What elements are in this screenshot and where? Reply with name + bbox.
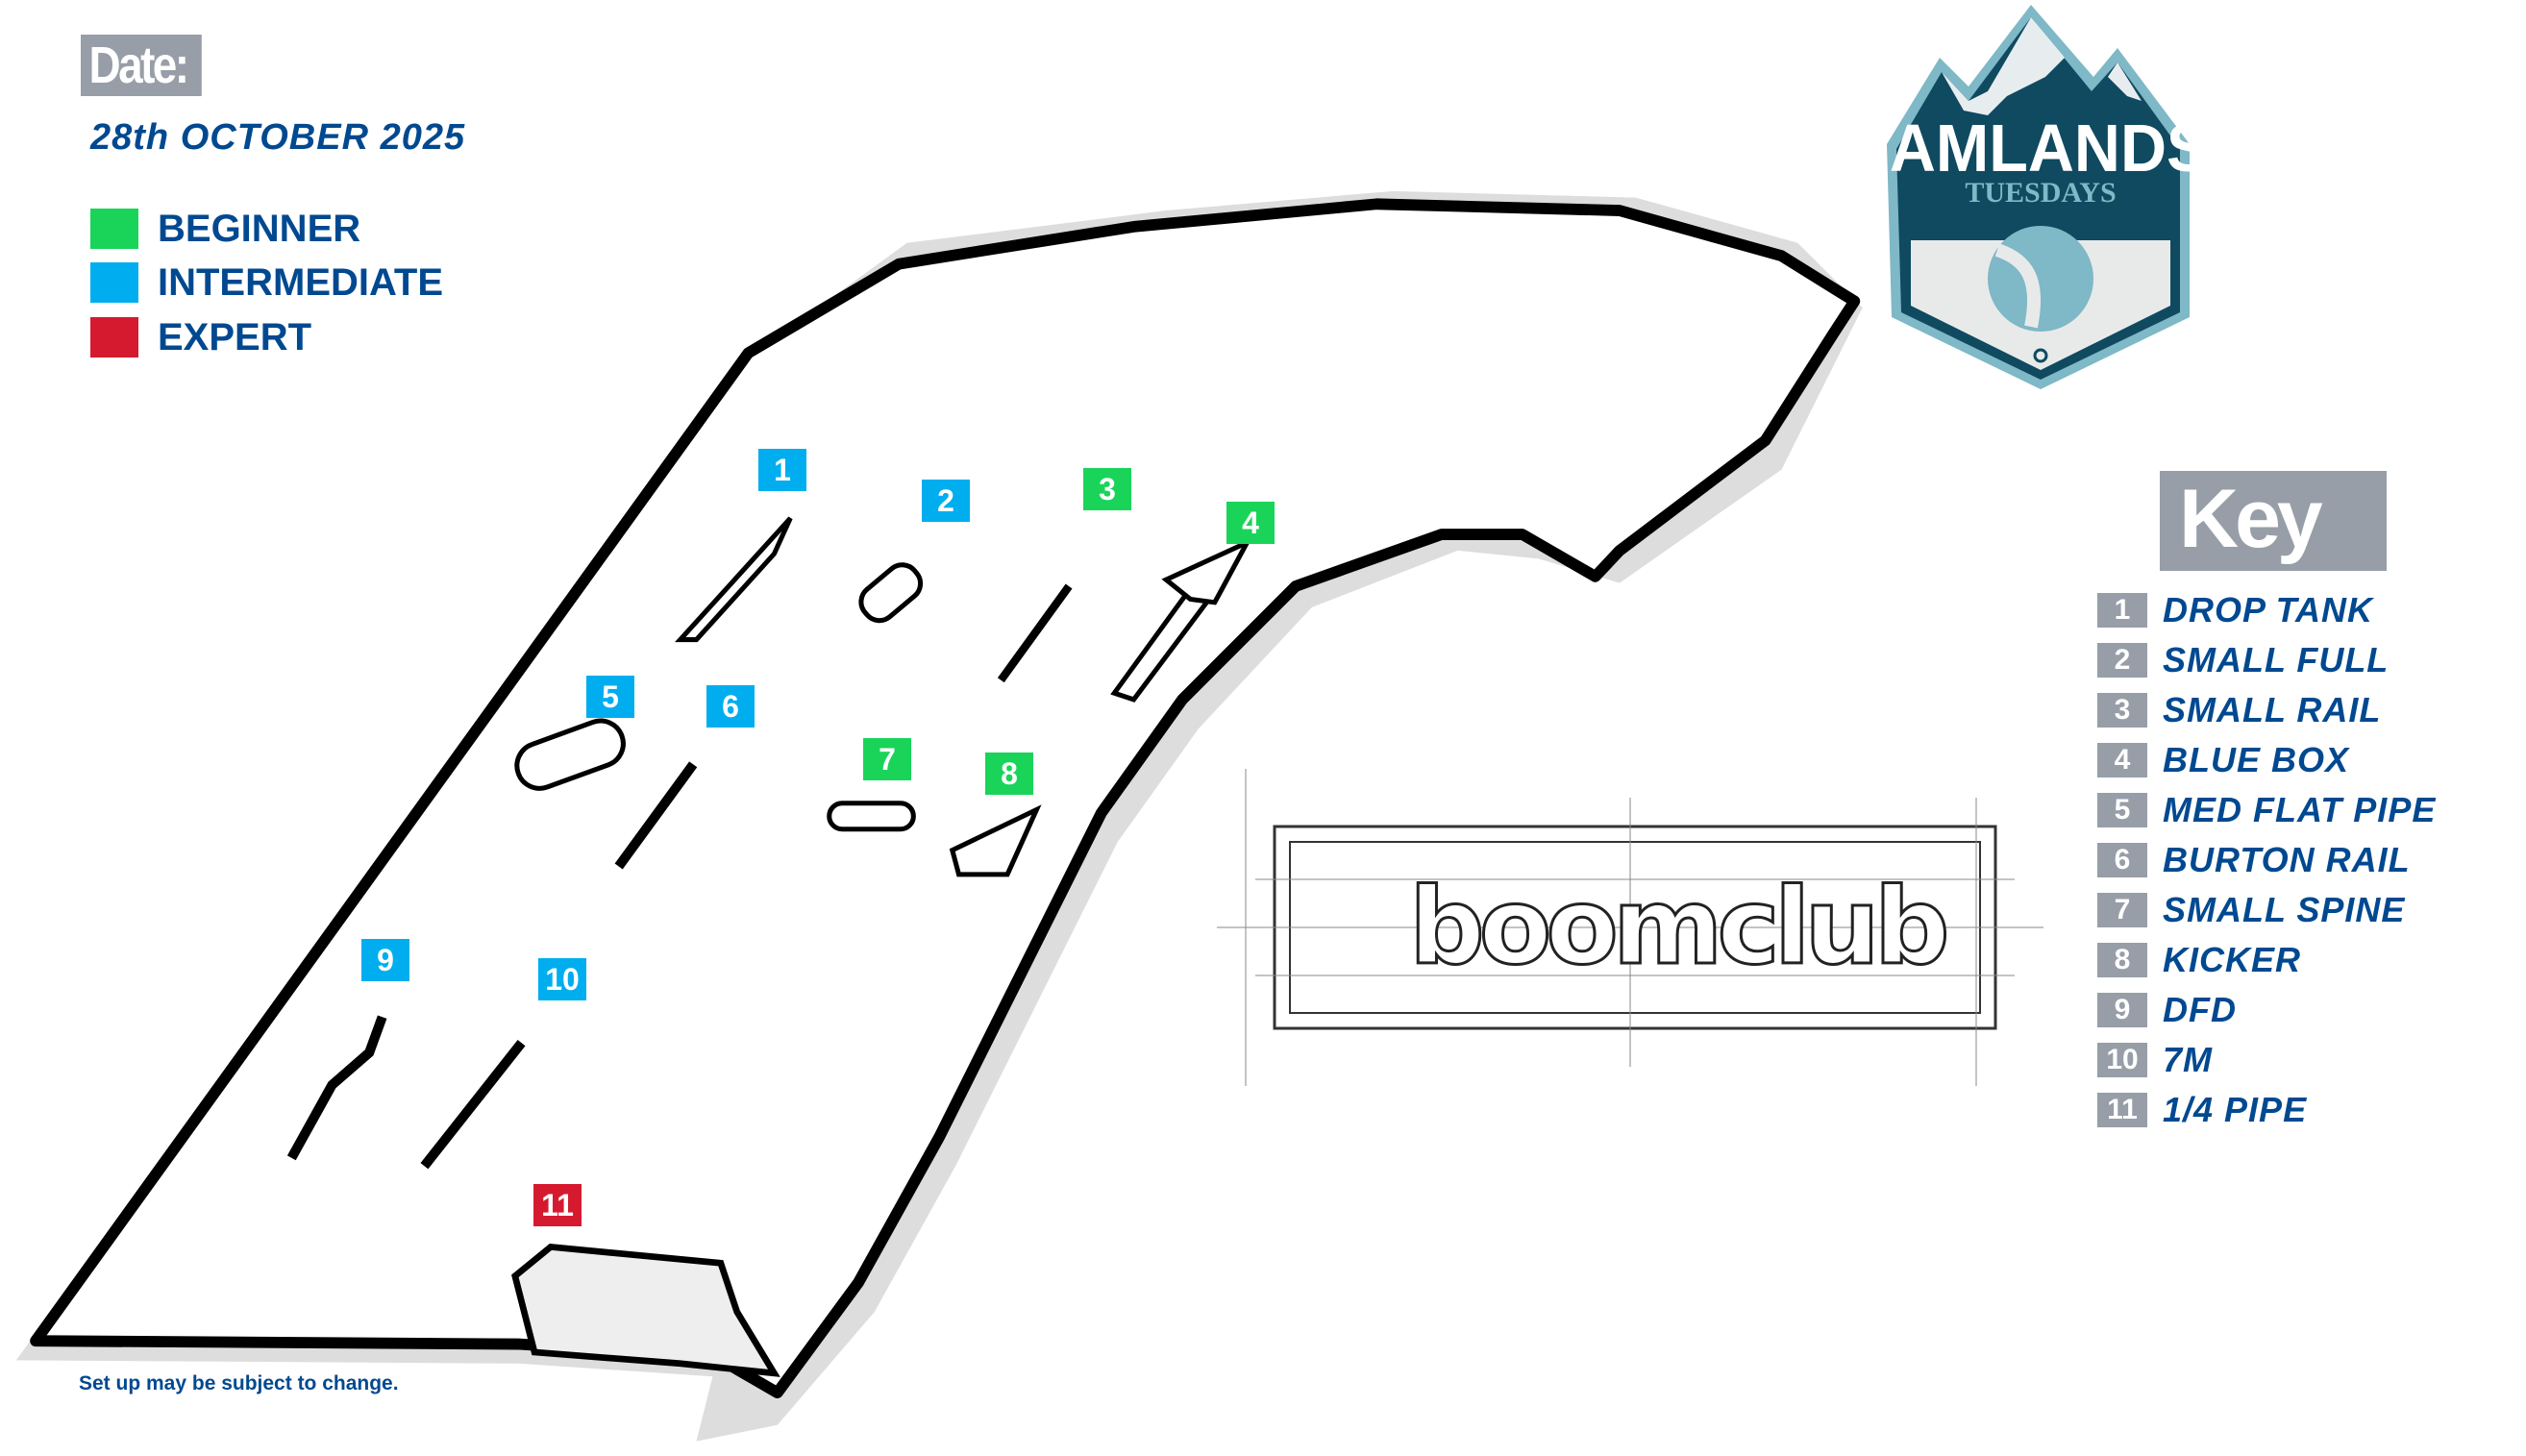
key-number: 10 xyxy=(2097,1043,2147,1077)
legend-label: INTERMEDIATE xyxy=(158,260,444,304)
feature-small-full xyxy=(858,562,924,624)
feature-7m xyxy=(420,1040,526,1170)
expert-swatch xyxy=(90,317,138,358)
feature-burton-rail xyxy=(614,761,698,870)
key-number: 6 xyxy=(2097,843,2147,877)
key-item: 9 DFD xyxy=(2097,988,2237,1032)
marker-5: 5 xyxy=(586,676,634,718)
marker-4: 4 xyxy=(1226,502,1275,544)
key-item: 7 SMALL SPINE xyxy=(2097,888,2405,932)
legend-label: BEGINNER xyxy=(158,207,361,250)
disclaimer-note: Set up may be subject to change. xyxy=(79,1372,399,1394)
marker-10: 10 xyxy=(538,958,586,1000)
key-number: 8 xyxy=(2097,943,2147,977)
key-label: 7M xyxy=(2163,1040,2214,1079)
key-number: 2 xyxy=(2097,643,2147,678)
key-item: 8 KICKER xyxy=(2097,938,2301,982)
key-item: 2 SMALL FULL xyxy=(2097,638,2389,682)
beginner-swatch xyxy=(90,209,138,249)
feature-blue-box xyxy=(1110,537,1253,703)
boomclub-sponsor-area: boomclub xyxy=(1217,759,2043,1105)
logo-title: TAMLANDS xyxy=(1872,111,2209,185)
marker-3: 3 xyxy=(1083,468,1131,510)
key-number: 7 xyxy=(2097,893,2147,927)
key-item: 1 DROP TANK xyxy=(2097,588,2373,632)
feature-kicker xyxy=(949,804,1042,877)
boomclub-wordmark: boomclub xyxy=(1407,864,1950,990)
legend-intermediate: INTERMEDIATE xyxy=(90,261,443,304)
intermediate-swatch xyxy=(90,262,138,303)
key-title: Key xyxy=(2160,471,2387,571)
key-label: SMALL RAIL xyxy=(2163,690,2382,729)
key-number: 5 xyxy=(2097,793,2147,827)
marker-7: 7 xyxy=(863,738,911,780)
marker-8: 8 xyxy=(985,753,1033,795)
legend-beginner: BEGINNER xyxy=(90,208,360,250)
key-label: SMALL SPINE xyxy=(2163,890,2406,929)
marker-6: 6 xyxy=(706,685,755,728)
key-label: BLUE BOX xyxy=(2163,740,2350,779)
key-number: 3 xyxy=(2097,693,2147,728)
logo-subtitle: TUESDAYS xyxy=(1965,177,2116,209)
key-item: 3 SMALL RAIL xyxy=(2097,688,2381,732)
key-item: 5 MED FLAT PIPE xyxy=(2097,788,2436,832)
key-label: KICKER xyxy=(2163,940,2302,979)
key-label: DFD xyxy=(2163,990,2237,1029)
marker-9: 9 xyxy=(361,939,409,981)
key-item: 10 7M xyxy=(2097,1038,2213,1082)
feature-drop-tank xyxy=(674,516,793,643)
key-item: 6 BURTON RAIL xyxy=(2097,838,2411,882)
marker-2: 2 xyxy=(922,480,970,522)
feature-small-spine xyxy=(827,801,916,832)
key-label: 1/4 PIPE xyxy=(2163,1090,2308,1129)
event-date: 28th OCTOBER 2025 xyxy=(90,117,466,158)
tamlands-tuesdays-logo: TAMLANDS TUESDAYS xyxy=(1872,5,2209,389)
legend-expert: EXPERT xyxy=(90,316,311,358)
feature-small-rail xyxy=(997,583,1073,683)
key-number: 1 xyxy=(2097,593,2147,628)
feature-med-flat-pipe xyxy=(514,718,626,791)
feature-dfd xyxy=(286,1015,387,1161)
park-slope xyxy=(30,198,1861,1398)
marker-1: 1 xyxy=(758,449,806,491)
date-label: Date: xyxy=(81,35,202,96)
feature-quarter-pipe xyxy=(511,1243,780,1377)
key-label: SMALL FULL xyxy=(2163,640,2390,679)
key-label: MED FLAT PIPE xyxy=(2163,790,2437,829)
key-item: 4 BLUE BOX xyxy=(2097,738,2349,782)
key-number: 9 xyxy=(2097,993,2147,1027)
key-label: DROP TANK xyxy=(2163,590,2373,629)
legend-label: EXPERT xyxy=(158,315,312,358)
key-label: BURTON RAIL xyxy=(2163,840,2411,879)
key-number: 11 xyxy=(2097,1093,2147,1127)
boomclub-blueprint xyxy=(1217,769,2043,1086)
key-number: 4 xyxy=(2097,743,2147,777)
marker-11: 11 xyxy=(533,1184,582,1226)
key-item: 11 1/4 PIPE xyxy=(2097,1088,2307,1132)
